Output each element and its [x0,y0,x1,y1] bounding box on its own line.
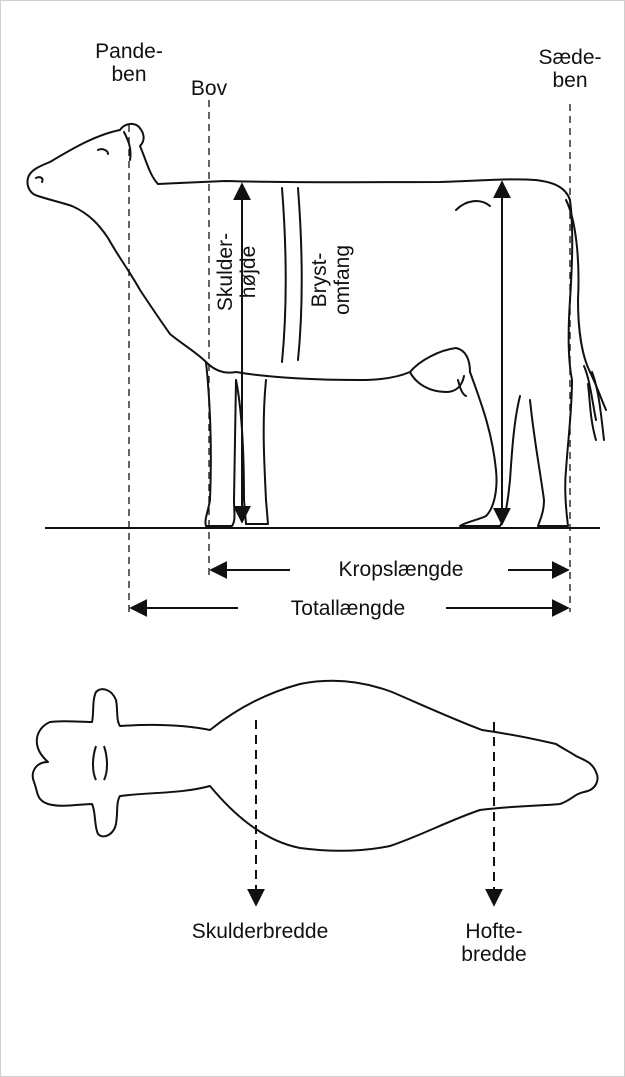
label-saedeben: Sæde- ben [518,46,622,92]
label-brystomfang: Bryst- omfang [308,230,356,330]
cow-top-view [33,681,598,851]
label-kropslaengde: Kropslængde [304,558,498,581]
label-skulderbredde: Skulderbredde [170,920,350,943]
label-skulderhojde: Skulder- højde [214,222,262,322]
label-hoftebredde: Hofte- bredde [446,920,542,966]
label-bov: Bov [176,77,242,100]
label-pandeben: Pande- ben [82,40,176,86]
label-totallaengde: Totallængde [254,597,442,620]
